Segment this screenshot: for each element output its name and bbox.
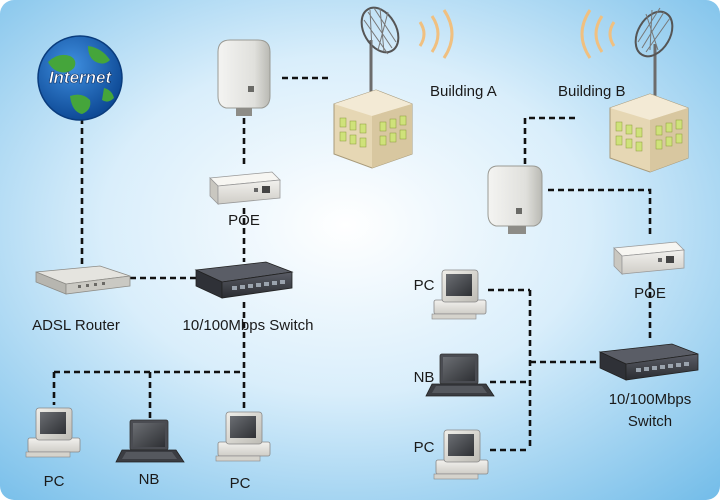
signal-waves-icon xyxy=(580,9,616,59)
signal-waves-icon xyxy=(418,9,454,59)
switch-right-label-line2: Switch xyxy=(628,413,672,430)
switch-left-label: 10/100Mbps Switch xyxy=(183,317,314,334)
building-b: Building B xyxy=(558,7,689,173)
poe-injector-right: POE xyxy=(613,241,685,302)
pc-label: PC xyxy=(414,277,435,294)
router-label: ADSL Router xyxy=(32,317,120,334)
connection-lines xyxy=(52,76,652,452)
nb-label: NB xyxy=(414,369,435,386)
switch-right-label-line1: 10/100Mbps xyxy=(609,391,692,408)
client-pc-left-1: PC xyxy=(25,407,81,490)
poe-left-label: POE xyxy=(228,212,260,229)
grid-dish-antenna-icon xyxy=(360,6,400,55)
switch-right: 10/100Mbps Switch xyxy=(598,343,699,430)
client-pc-right-2: PC xyxy=(414,429,489,480)
building-a-label: Building A xyxy=(430,83,497,100)
client-nb-left: NB xyxy=(115,419,185,488)
access-point-left xyxy=(217,39,271,116)
client-pc-left-2: PC xyxy=(215,411,271,492)
client-nb-right: NB xyxy=(414,353,495,397)
building-a: Building A xyxy=(333,6,497,169)
pc-label: PC xyxy=(414,439,435,456)
grid-dish-antenna-icon xyxy=(634,7,674,58)
poe-injector-left: POE xyxy=(209,171,281,229)
pc-label: PC xyxy=(230,475,251,492)
building-b-label: Building B xyxy=(558,83,626,100)
pc-label: PC xyxy=(44,473,65,490)
internet-label: Internet xyxy=(49,68,113,87)
internet-globe: Internet xyxy=(37,35,123,121)
client-pc-right-1: PC xyxy=(414,269,487,320)
poe-right-label: POE xyxy=(634,285,666,302)
adsl-router: ADSL Router xyxy=(32,265,131,334)
access-point-right xyxy=(487,165,543,234)
switch-left: 10/100Mbps Switch xyxy=(183,261,314,334)
nb-label: NB xyxy=(139,471,160,488)
